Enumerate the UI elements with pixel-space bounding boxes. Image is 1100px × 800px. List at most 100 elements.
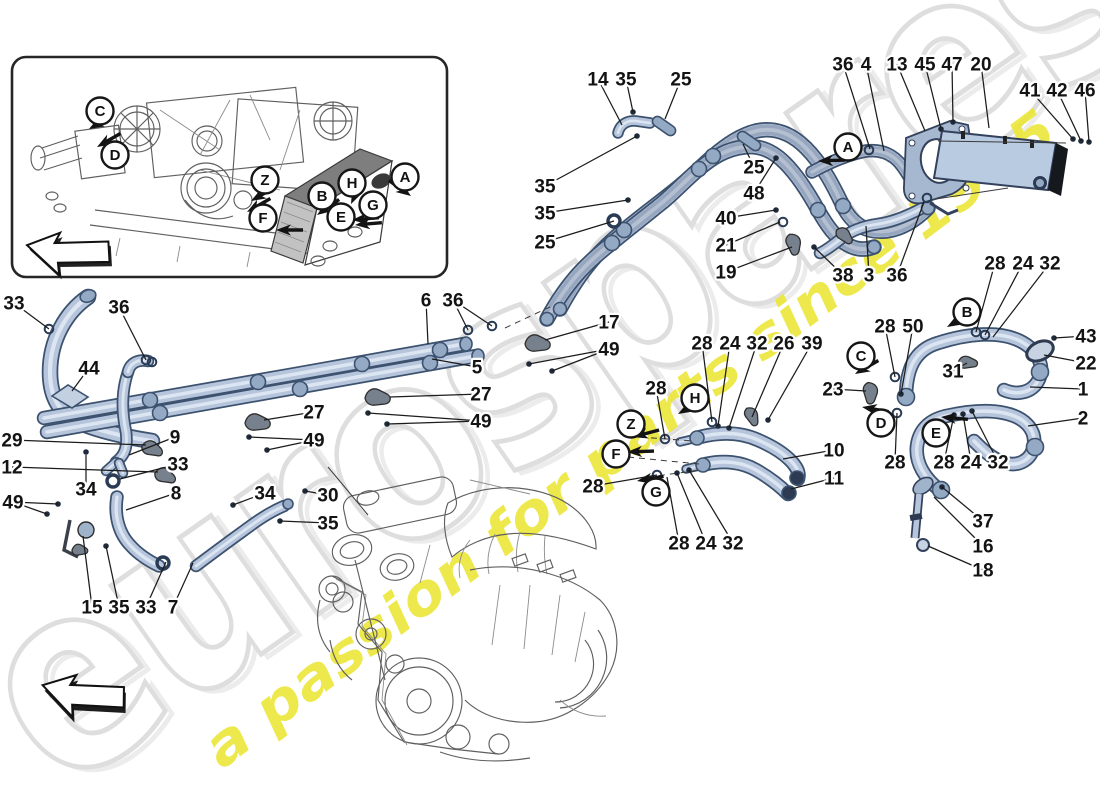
part-number-label: 45 <box>914 55 936 76</box>
part-number-label: 35 <box>317 514 339 535</box>
part-number-label: 28 <box>582 477 603 498</box>
part-number-label: 28 <box>668 534 689 555</box>
part-number-label: 34 <box>75 480 97 501</box>
part-number-label: 24 <box>1012 254 1034 275</box>
part-number-label: 5 <box>472 358 483 379</box>
svg-text:G: G <box>367 197 379 214</box>
o-ring-seal <box>979 329 991 341</box>
part-number-label: 47 <box>941 55 962 76</box>
part-number-label: 21 <box>715 236 737 257</box>
part-number-label: 25 <box>743 158 765 179</box>
view-letter-E: E <box>326 202 356 232</box>
hose-clamp <box>606 213 622 229</box>
part-number-label: 14 <box>587 70 609 91</box>
part-number-label: 39 <box>801 334 822 355</box>
part-number-label: 49 <box>303 431 324 452</box>
part-number-label: 27 <box>303 403 324 424</box>
part-number-label: 31 <box>942 362 964 383</box>
svg-text:Z: Z <box>260 172 269 189</box>
direction-arrow-main <box>40 673 126 723</box>
o-ring-seal <box>970 326 982 338</box>
view-arrow-icon <box>627 445 655 458</box>
view-letter-C: C <box>85 96 115 126</box>
part-number-label: 6 <box>421 291 432 312</box>
view-arrow-icon <box>97 132 122 147</box>
svg-text:E: E <box>336 209 346 226</box>
leader-lines <box>11 63 1090 608</box>
view-letter-Z: Z <box>616 409 646 439</box>
svg-text:C: C <box>856 348 867 365</box>
view-letter-C: C <box>846 341 876 371</box>
brackets <box>62 227 1055 559</box>
svg-text:F: F <box>611 446 620 463</box>
o-ring-seal <box>140 354 152 366</box>
view-letter-Z: Z <box>250 165 280 195</box>
part-number-label: 40 <box>715 209 736 230</box>
view-arrow-icon <box>355 218 383 230</box>
svg-text:F: F <box>258 210 267 227</box>
o-ring-seal <box>889 371 901 383</box>
svg-text:H: H <box>347 175 358 192</box>
part-number-label: 13 <box>886 55 907 76</box>
part-number-label: 28 <box>645 379 666 400</box>
view-letter-B: B <box>307 181 337 211</box>
part-number-label: 32 <box>1039 254 1060 275</box>
part-number-label: 34 <box>254 484 276 505</box>
part-number-label: 4 <box>861 55 872 76</box>
svg-text:H: H <box>690 390 701 407</box>
inset-engine-sketch <box>30 86 359 268</box>
part-number-label: 22 <box>1075 354 1096 375</box>
o-ring-seal <box>146 356 158 368</box>
svg-text:C: C <box>95 103 106 120</box>
part-number-label: 28 <box>984 254 1005 275</box>
part-number-label: 28 <box>874 317 895 338</box>
part-number-label: 7 <box>168 598 179 619</box>
o-ring-seal <box>43 323 55 335</box>
part-number-label: 36 <box>442 291 463 312</box>
svg-text:E: E <box>931 425 941 442</box>
part-number-label: 23 <box>822 380 843 401</box>
view-letter-F: F <box>248 203 278 233</box>
part-number-label: 37 <box>972 512 993 533</box>
part-number-label: 42 <box>1046 81 1067 102</box>
part-number-label: 30 <box>317 486 338 507</box>
view-letter-E: E <box>921 418 951 448</box>
part-number-label: 18 <box>972 561 993 582</box>
part-number-label: 41 <box>1019 81 1041 102</box>
view-letter-A: A <box>833 132 863 162</box>
svg-text:B: B <box>962 304 973 321</box>
view-letter-B: B <box>952 297 982 327</box>
part-number-label: 9 <box>170 428 181 449</box>
part-number-label: 36 <box>886 266 907 287</box>
o-ring-seal <box>659 433 671 445</box>
part-number-label: 32 <box>722 534 743 555</box>
svg-text:G: G <box>650 484 662 501</box>
part-number-label: 50 <box>902 317 923 338</box>
part-number-label: 36 <box>832 55 853 76</box>
view-letter-D: D <box>100 140 130 170</box>
part-number-label: 35 <box>615 70 637 91</box>
o-ring-seal <box>921 192 933 204</box>
part-number-label: 15 <box>81 598 103 619</box>
part-number-label: 24 <box>719 334 741 355</box>
part-number-label: 36 <box>108 298 129 319</box>
svg-text:Z: Z <box>626 416 635 433</box>
view-letter-G: G <box>641 477 671 507</box>
part-number-label: 35 <box>108 598 130 619</box>
part-number-label: 38 <box>832 266 853 287</box>
part-number-label: 12 <box>1 458 22 479</box>
inset-overview-box <box>10 55 449 280</box>
part-number-label: 27 <box>470 385 491 406</box>
part-number-label: 25 <box>670 70 692 91</box>
view-arrow-icon <box>276 224 303 236</box>
part-number-label: 16 <box>972 537 993 558</box>
part-number-label: 24 <box>960 453 982 474</box>
part-number-label: 48 <box>743 184 764 205</box>
part-number-label: 49 <box>470 412 491 433</box>
part-number-label: 25 <box>534 233 556 254</box>
svg-text:B: B <box>317 188 328 205</box>
part-number-label: 28 <box>884 453 905 474</box>
